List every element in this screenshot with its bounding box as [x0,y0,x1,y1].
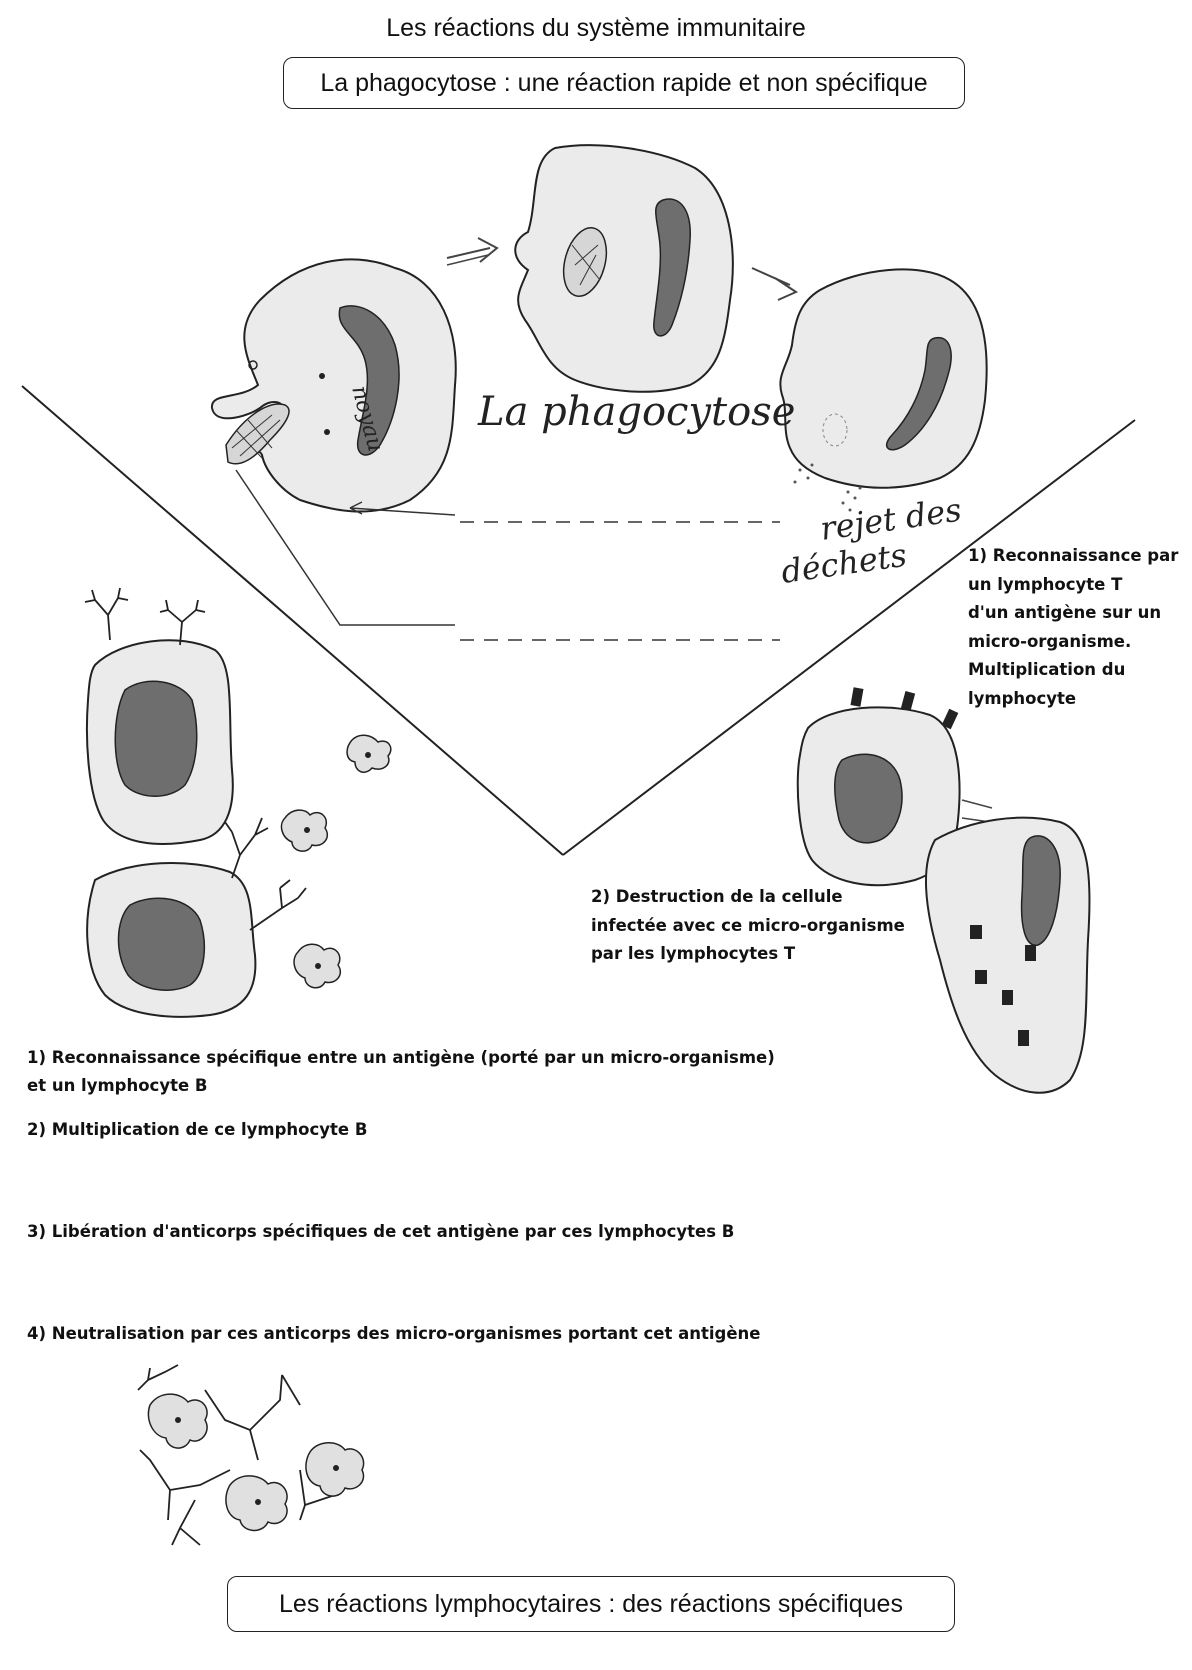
waste-label-line2: déchets [779,536,909,591]
b-lymphocyte-2 [87,818,306,1017]
infected-cell [926,818,1090,1093]
antibody-icon [225,818,268,878]
t-cell-step1-text: 1) Reconnaissance par un lymphocyte T d'… [968,542,1192,713]
t-cell-step2-text: 2) Destruction de la cellule infectée av… [591,883,931,969]
page-title: Les réactions du système immunitaire [0,14,1192,43]
b-lymphocyte-1 [85,588,233,844]
phagocytosis-heading-box: La phagocytose : une réaction rapide et … [283,57,965,109]
phagocytosis-label: La phagocytose [477,389,795,435]
antibody-icon [160,600,205,645]
phagocyte-cell-3 [780,269,986,487]
pathogen-marker [970,925,982,939]
b-cell-step1-text: 1) Reconnaissance spécifique entre un an… [27,1044,775,1100]
antibody-icon [250,880,306,930]
arrow-down-right-icon [752,268,796,300]
antibody-icon [85,588,128,640]
lymphocyte-heading-box: Les réactions lymphocytaires : des réact… [227,1576,955,1632]
b-cell-step3-text: 3) Libération d'anticorps spécifiques de… [27,1218,734,1246]
phagocyte-cell-1 [212,259,456,511]
phagocyte-cell-2 [515,145,733,392]
b-cell-step4-text: 4) Neutralisation par ces anticorps des … [27,1320,761,1348]
b-cell-step2-text: 2) Multiplication de ce lymphocyte B [27,1116,367,1144]
